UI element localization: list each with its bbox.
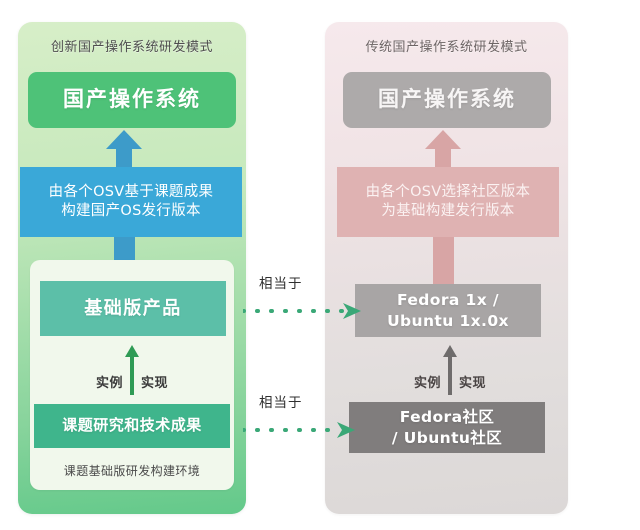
left-base-product-box: 基础版产品: [40, 281, 226, 336]
right-osv-build-box: 由各个OSV选择社区版本 为基础构建发行版本: [337, 167, 559, 237]
panel-left-title: 创新国产操作系统研发模式: [50, 40, 213, 55]
left-impl-realize-label: 实现: [141, 376, 169, 391]
left-osv-build-line2: 构建国产OS发行版本: [61, 203, 201, 219]
panel-right-title: 传统国产操作系统研发模式: [365, 40, 528, 55]
left-osv-build-line1: 由各个OSV基于课题成果: [48, 184, 214, 201]
left-research-results-box: 课题研究和技术成果: [34, 404, 230, 448]
blue-up-arrow-icon: [106, 130, 142, 170]
right-impl-instance-label: 实例: [413, 376, 441, 391]
pink-arrow-shaft: [433, 237, 454, 287]
right-community-line2: / Ubuntu社区: [391, 428, 503, 447]
dotted-connector-1: [243, 303, 361, 319]
right-osv-build-line1: 由各个OSV选择社区版本: [365, 184, 531, 201]
dotted-connector-2: [243, 422, 355, 438]
left-impl-instance-label: 实例: [95, 376, 123, 391]
right-community-box: Fedora社区 / Ubuntu社区: [349, 402, 545, 453]
right-domestic-os-box: 国产操作系统: [343, 72, 551, 128]
right-impl-labels: 实例 实现: [352, 372, 548, 391]
right-community-line1: Fedora社区: [399, 408, 495, 427]
pink-up-arrow-icon: [425, 130, 461, 170]
right-osv-build-line2: 为基础构建发行版本: [381, 203, 515, 219]
left-impl-labels: 实例 实现: [34, 372, 230, 391]
gray-thin-up-arrow-icon: [443, 345, 457, 395]
left-build-env-caption: 课题基础版研发构建环境: [63, 464, 201, 478]
left-osv-build-box: 由各个OSV基于课题成果 构建国产OS发行版本: [20, 167, 242, 237]
left-domestic-os-box: 国产操作系统: [28, 72, 236, 128]
left-research-results-label: 课题研究和技术成果: [62, 416, 202, 435]
connector-label-2: 相当于: [259, 395, 303, 411]
green-thin-up-arrow-icon: [125, 345, 139, 395]
right-distro-version-line1: Fedora 1x /: [397, 291, 499, 310]
right-domestic-os-label: 国产操作系统: [378, 87, 516, 112]
right-distro-version-line2: Ubuntu 1x.0x: [387, 311, 509, 330]
connector-label-1: 相当于: [259, 276, 303, 292]
right-distro-version-box: Fedora 1x / Ubuntu 1x.0x: [355, 284, 541, 337]
left-base-product-label: 基础版产品: [84, 297, 182, 319]
right-impl-realize-label: 实现: [459, 376, 487, 391]
left-domestic-os-label: 国产操作系统: [63, 87, 201, 112]
